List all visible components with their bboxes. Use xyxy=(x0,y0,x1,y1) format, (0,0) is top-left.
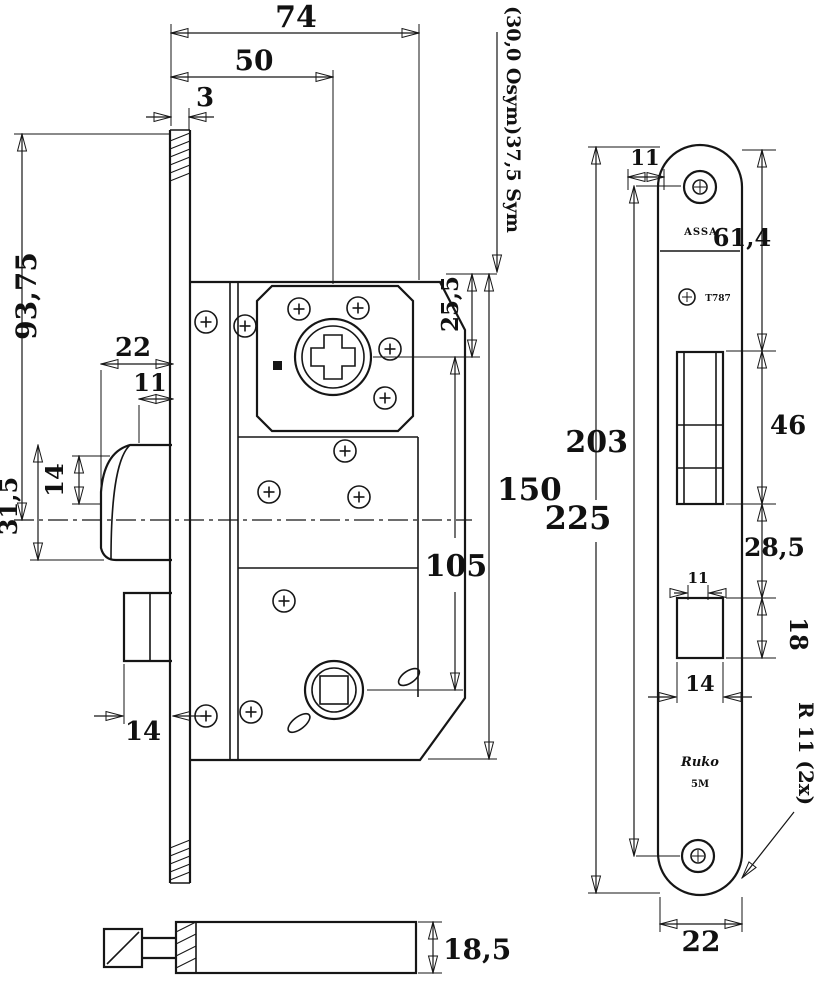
screw-hole-icon xyxy=(239,700,263,724)
dim-93-75: 93,75 xyxy=(10,252,43,340)
latch-opening xyxy=(675,350,725,506)
stop-block xyxy=(273,361,282,370)
dim-14-latch: 14 xyxy=(40,463,69,496)
spindle-follower xyxy=(303,659,365,721)
dim-25-5: 25,5 xyxy=(437,276,464,332)
faceplate-front-view: ASSA T787 Ruko 5M xyxy=(656,143,744,897)
code-label: 5M xyxy=(691,779,709,790)
dim-225: 225 xyxy=(545,499,612,537)
side-view xyxy=(14,129,472,884)
screw-hole-icon xyxy=(272,589,296,613)
dim-11-latch: 11 xyxy=(133,368,166,397)
front-view-dimensions: 11 61,4 46 28,5 18 203 225 11 xyxy=(545,145,818,958)
brand-label-top: ASSA xyxy=(683,227,718,238)
screw-hole-icon xyxy=(347,485,371,509)
oblong-hole xyxy=(397,667,421,687)
dim-r11: R 11 (2x) xyxy=(794,702,818,805)
dim-3: 3 xyxy=(196,83,214,113)
dim-14-deadbolt: 14 xyxy=(125,717,161,747)
screw-hole-icon xyxy=(257,480,281,504)
dim-105: 105 xyxy=(425,549,488,584)
cylinder-boss-octagon xyxy=(255,284,415,433)
brand-label-bottom: Ruko xyxy=(680,755,719,770)
dim-203: 203 xyxy=(565,425,628,460)
side-view-dimensions: 74 50 3 (30,0 Osym)37,5 Sym 93,75 22 11 … xyxy=(0,0,562,759)
model-screw-hole xyxy=(678,288,696,306)
latch-bottom-view: 18,5 xyxy=(102,920,511,975)
dim-61-4: 61,4 xyxy=(713,223,771,252)
latch-head xyxy=(102,927,144,969)
dim-31-5: 31,5 xyxy=(0,477,23,535)
screw-hole-icon xyxy=(346,296,370,320)
deadbolt xyxy=(122,591,172,663)
bottom-screw-hole xyxy=(680,838,716,874)
screw-hole-icon xyxy=(333,439,357,463)
dim-50: 50 xyxy=(235,44,274,77)
lock-case xyxy=(190,280,467,762)
dim-22-latch: 22 xyxy=(115,333,151,363)
screw-hole-icon xyxy=(287,297,311,321)
cylinder-spindle-hole xyxy=(293,317,373,397)
faceplate-edge xyxy=(168,129,192,884)
dim-18: 18 xyxy=(784,617,813,650)
dim-150: 150 xyxy=(497,472,562,508)
top-screw-hole xyxy=(682,169,718,205)
dim-74: 74 xyxy=(275,0,317,35)
dim-28-5: 28,5 xyxy=(744,533,805,562)
dim-46: 46 xyxy=(770,411,806,441)
dim-sym-note: (30,0 Osym)37,5 Sym xyxy=(502,6,524,233)
screw-hole-icon xyxy=(194,310,218,334)
dim-18-5: 18,5 xyxy=(443,933,511,966)
deadbolt-opening xyxy=(675,596,725,660)
dim-11-top: 11 xyxy=(630,145,659,170)
dim-11-small: 11 xyxy=(688,569,709,587)
latch-bolt xyxy=(99,443,172,562)
screw-hole-icon xyxy=(373,386,397,410)
dim-14-front: 14 xyxy=(685,671,714,696)
model-label: T787 xyxy=(705,294,730,304)
dim-22-front: 22 xyxy=(682,925,721,958)
oblong-hole xyxy=(287,712,311,734)
